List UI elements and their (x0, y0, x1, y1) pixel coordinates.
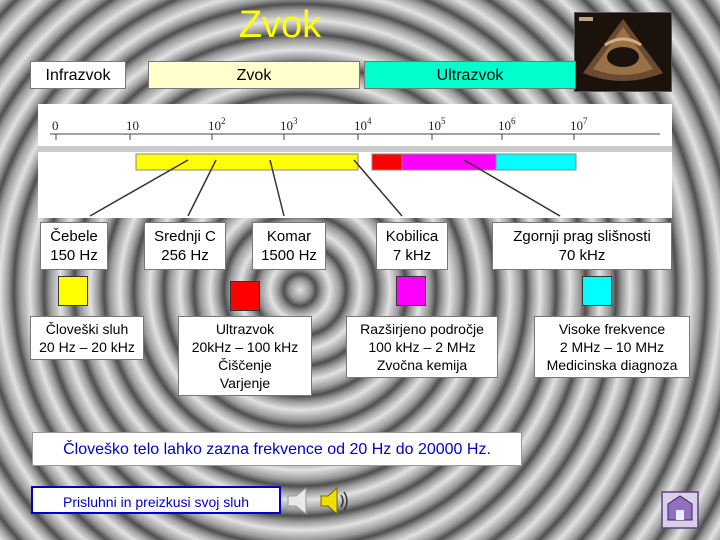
arrow-srednji-c (187, 159, 217, 217)
range-high-frequency: Visoke frekvence 2 MHz – 10 MHz Medicins… (534, 316, 690, 378)
example-frequency: 256 Hz (161, 247, 209, 264)
range-line: Visoke frekvence (558, 321, 666, 337)
arrow-zgornji-prag (463, 159, 561, 217)
example-kobilica: Kobilica 7 kHz (376, 222, 448, 270)
example-name: Srednji C (154, 228, 216, 245)
swatch-magenta (396, 276, 426, 306)
listen-button[interactable]: Prisluhni in preizkusi svoj sluh (31, 486, 281, 514)
ultrasound-image-svg (575, 13, 671, 91)
example-name: Zgornji prag slišnosti (513, 228, 651, 245)
range-line: Zvočna kemija (376, 357, 468, 373)
bar-extended (401, 153, 497, 171)
bar-high-frequency (495, 153, 577, 171)
range-ultrasound: Ultrazvok 20kHz – 100 kHz Čiščenje Varje… (178, 316, 312, 396)
range-line: 2 MHz – 10 MHz (559, 339, 665, 355)
example-zgornji-prag: Zgornji prag slišnosti 70 kHz (492, 222, 672, 270)
bar-ultrasound-low (371, 153, 403, 171)
home-icon[interactable] (660, 490, 700, 530)
example-frequency: 150 Hz (50, 247, 98, 264)
arrow-kobilica (353, 159, 403, 217)
swatch-red (230, 281, 260, 311)
range-line: Varjenje (219, 375, 271, 391)
tick-label: 107 (570, 116, 588, 133)
bar-audible (135, 153, 359, 171)
ultrasound-image (574, 12, 672, 92)
example-name: Kobilica (385, 228, 439, 245)
swatch-cyan (582, 276, 612, 306)
tick-label: 10 (126, 118, 139, 133)
tick-label: 102 (208, 116, 226, 133)
speaker-icon[interactable] (318, 484, 352, 518)
tick-label: 106 (498, 116, 516, 133)
range-line: Čiščenje (218, 357, 272, 373)
frequency-scale: 0 10 102 103 104 105 106 107 (38, 104, 672, 218)
example-komar: Komar 1500 Hz (252, 222, 326, 270)
tick-label: 0 (52, 118, 59, 133)
summary-text: Človeško telo lahko zazna frekvence od 2… (32, 432, 522, 466)
swatch-yellow (58, 276, 88, 306)
example-name: Čebele (50, 228, 98, 245)
frequency-scale-svg: 0 10 102 103 104 105 106 107 (38, 116, 672, 217)
speaker-outline-icon[interactable] (284, 484, 314, 518)
range-line: Medicinska diagnoza (546, 357, 678, 373)
band-zvok: Zvok (148, 61, 360, 89)
example-srednji-c: Srednji C 256 Hz (144, 222, 226, 270)
example-frequency: 1500 Hz (261, 247, 317, 264)
tick-label: 105 (428, 116, 446, 133)
example-name: Komar (266, 228, 312, 245)
range-extended: Razširjeno področje 100 kHz – 2 MHz Zvoč… (346, 316, 498, 378)
arrow-komar (269, 159, 285, 217)
range-human-hearing: Človeški sluh 20 Hz – 20 kHz (30, 316, 144, 360)
example-cebele: Čebele 150 Hz (40, 222, 108, 270)
example-frequency: 70 kHz (558, 247, 606, 264)
tick-label: 104 (354, 116, 372, 133)
range-line: Ultrazvok (215, 321, 275, 337)
example-frequency: 7 kHz (392, 247, 432, 264)
band-infrazvok: Infrazvok (30, 61, 126, 89)
page-title: Zvok (238, 4, 322, 46)
range-line: Razširjeno področje (360, 321, 484, 337)
range-line: Človeški sluh (45, 321, 129, 337)
range-line: 100 kHz – 2 MHz (368, 339, 476, 355)
band-ultrazvok: Ultrazvok (364, 61, 576, 89)
scale-rule (38, 146, 672, 152)
tick-label: 103 (280, 116, 298, 133)
arrow-cebele (89, 159, 189, 217)
range-line: 20kHz – 100 kHz (191, 339, 299, 355)
range-line: 20 Hz – 20 kHz (39, 339, 135, 355)
